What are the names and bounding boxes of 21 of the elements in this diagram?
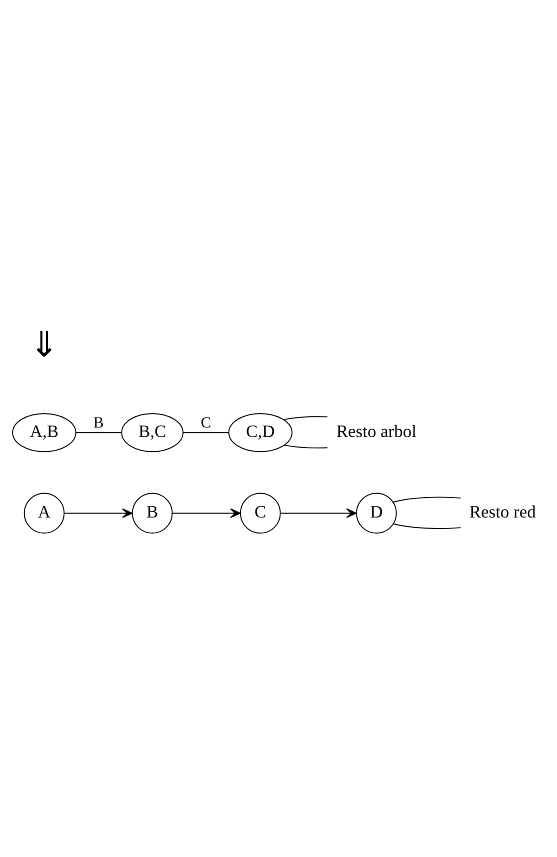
node-circle: A xyxy=(24,492,65,534)
node-ellipse: A,B xyxy=(12,412,76,452)
connector xyxy=(75,432,122,433)
node-circle: C xyxy=(240,492,281,534)
arrow xyxy=(64,508,133,518)
edge-label: B xyxy=(93,414,104,432)
label: ⇓ xyxy=(30,325,59,364)
connector xyxy=(182,432,229,433)
node-circle: B xyxy=(132,492,173,534)
arrow xyxy=(172,508,241,518)
connector xyxy=(392,522,462,528)
node-circle: D xyxy=(356,492,397,534)
node-ellipse: B,C xyxy=(121,412,184,452)
connector xyxy=(392,496,462,502)
node-text: Resto red xyxy=(469,500,536,521)
connector xyxy=(284,444,328,448)
node-text: Resto arbol xyxy=(336,420,416,440)
connector xyxy=(283,416,328,420)
node-ellipse: C,D xyxy=(228,412,292,452)
edge-label: C xyxy=(200,414,212,432)
arrow xyxy=(280,508,357,518)
